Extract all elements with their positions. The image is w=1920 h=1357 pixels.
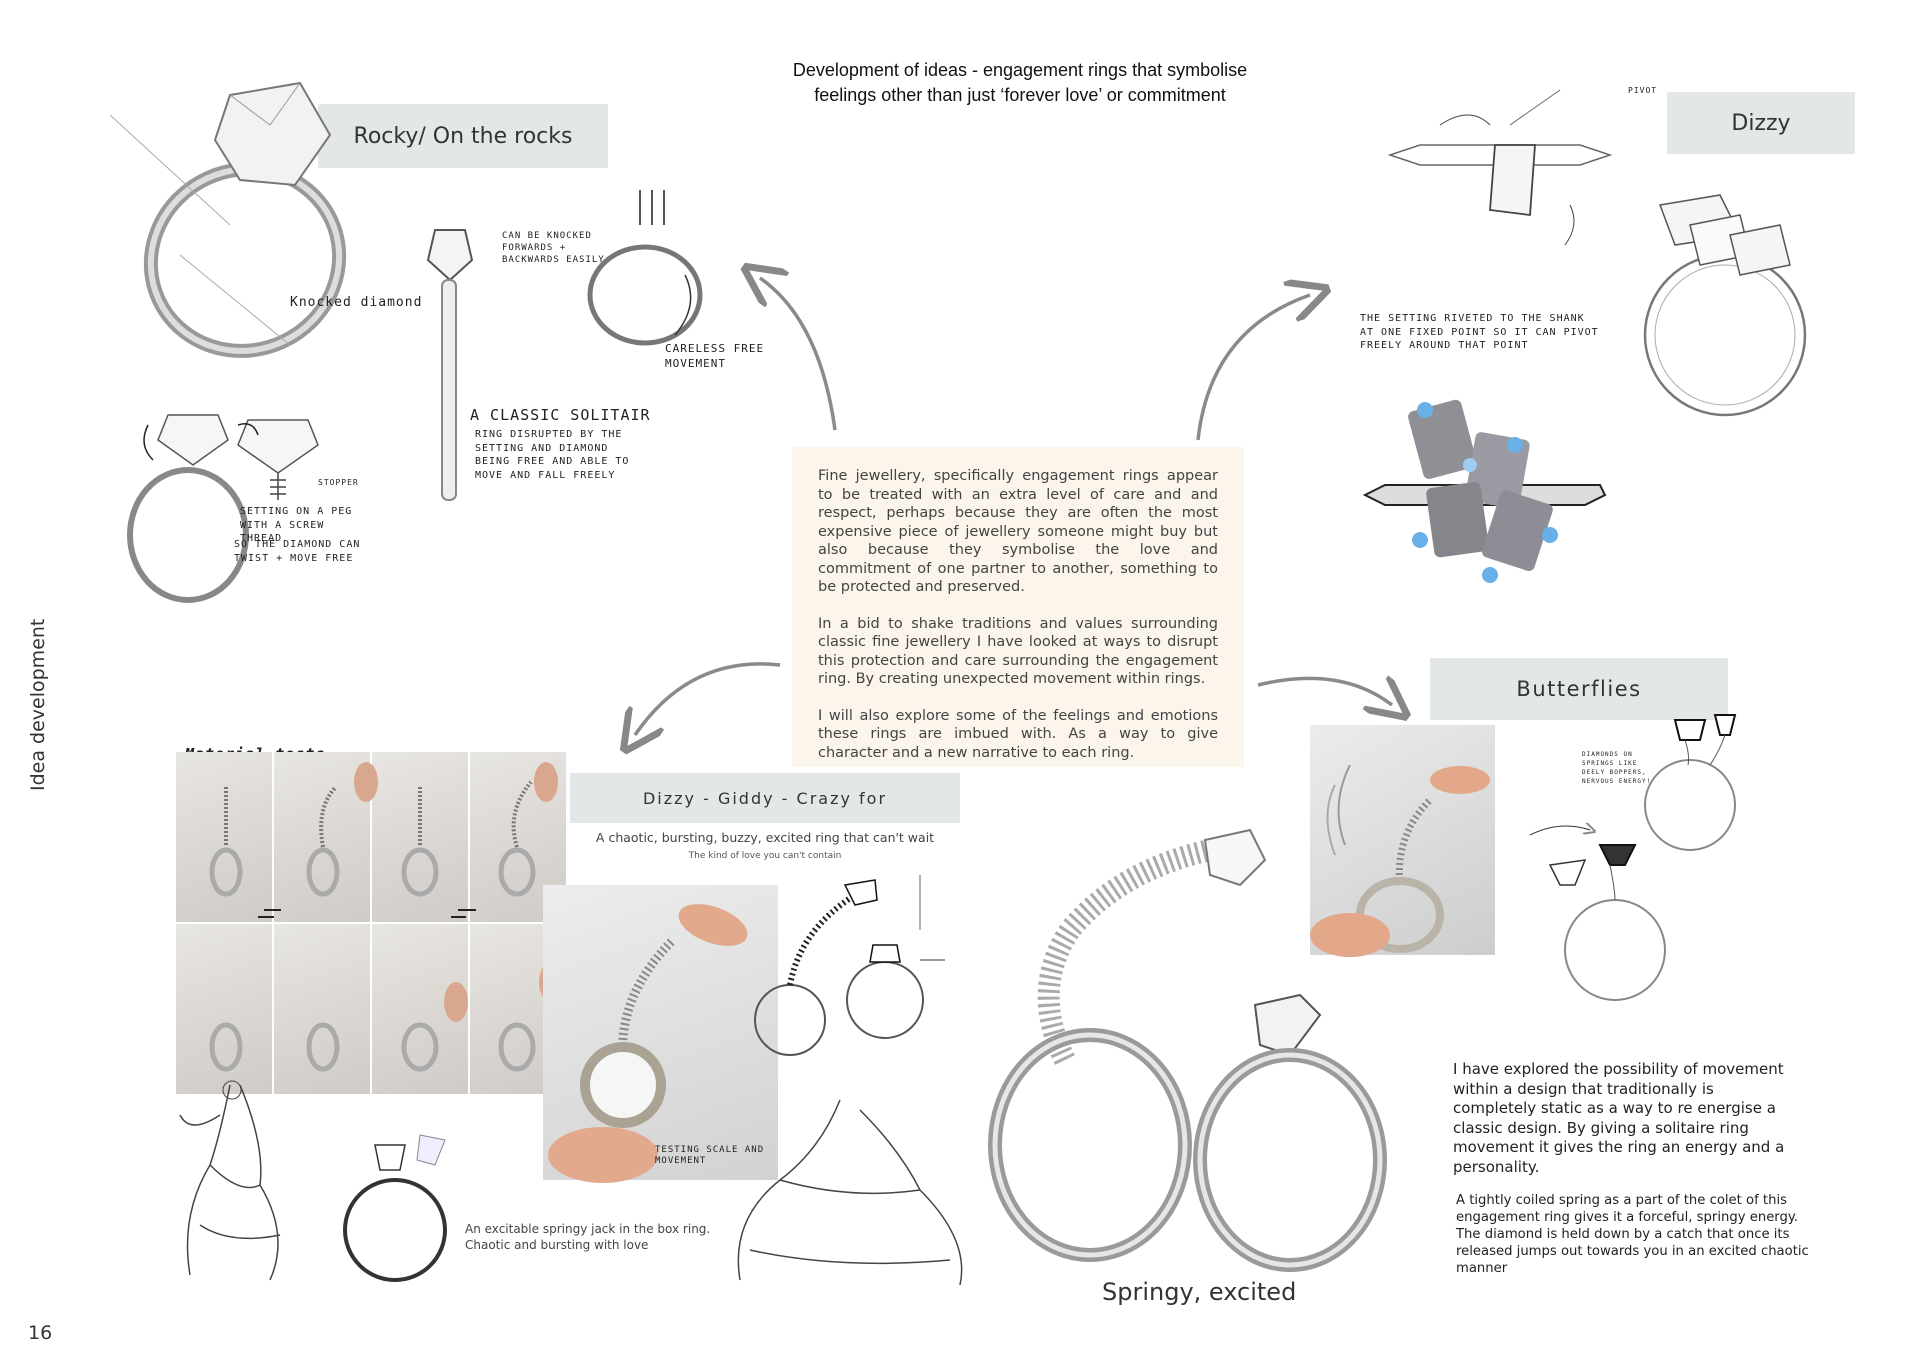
springy-label: Springy, excited (1102, 1278, 1297, 1306)
dizzy-label: Dizzy (1731, 110, 1791, 136)
knocked-annotation: Knocked diamond (290, 295, 423, 310)
stopper-annotation: stopper (318, 478, 359, 487)
riveted-annotation: The setting riveted to the shank at one … (1360, 313, 1599, 351)
dizzy-giddy-sub2: The kind of love you can't contain (688, 851, 842, 861)
dancers-sketch-left (179, 1080, 281, 1281)
dizzy-giddy-sketches (754, 875, 945, 1056)
careless-annotation: Careless free movement (665, 342, 765, 370)
butterflies-sketches (1529, 714, 1737, 1001)
peg-ring-illustration (127, 414, 319, 603)
right-text-p1: I have explored the possibility of movem… (1453, 1060, 1785, 1176)
jack-in-box-caption-1: An excitable springy jack in the box rin… (465, 1222, 711, 1236)
careless-ring-illustration (587, 190, 703, 346)
classic-solitair-heading: A classic solitair (470, 406, 651, 424)
butterflies-label-box: Butterflies (1430, 658, 1728, 720)
dizzy-sketch-top (1387, 89, 1613, 246)
arrow-to-rocky (760, 278, 837, 431)
center-text-p2: In a bid to shake traditions and values … (818, 615, 1218, 688)
jack-in-box-caption-2: Chaotic and bursting with love (465, 1238, 649, 1252)
dizzy-giddy-label-box: Dizzy - Giddy - Crazy for (570, 773, 960, 823)
butterflies-label: Butterflies (1516, 677, 1642, 701)
springy-rings-illustration (988, 828, 1387, 1272)
rocky-label: Rocky/ On the rocks (353, 123, 573, 149)
diamonds-spring-annotation: Diamonds on springs like Deely Boppers, … (1582, 751, 1652, 785)
material-tests-rings (209, 762, 563, 1072)
dizzy-giddy-photo: Testing scale and movement (543, 885, 778, 1183)
dancers-sketch-right (737, 1099, 963, 1286)
dizzy-model-photo (1362, 399, 1607, 583)
small-ring-sketch (343, 1134, 447, 1282)
rocky-ring-illustration (109, 81, 347, 358)
pivot-annotation: pivot (1628, 86, 1658, 95)
page-title: Development of ideas - engagement rings … (700, 58, 1340, 108)
peg-annotation-2: so the diamond can twist + move free (234, 539, 361, 564)
arrow-to-dizzy (1196, 295, 1310, 441)
center-text-block: Fine jewellery, specifically engagement … (792, 447, 1244, 767)
butterflies-photo-spring (1310, 764, 1490, 957)
classic-solitair-body: ring disrupted by the setting and diamon… (475, 429, 630, 481)
page-title-line1: Development of ideas - engagement rings … (792, 60, 1248, 80)
can-be-knocked-annotation: Can be knocked forwards + backwards easi… (502, 231, 605, 266)
solitaire-side-illustration (426, 229, 474, 501)
material-test-photo (176, 924, 272, 1094)
dizzy-giddy-sub1: A chaotic, bursting, buzzy, excited ring… (595, 830, 935, 845)
center-text-p1: Fine jewellery, specifically engagement … (818, 468, 1218, 595)
rocky-label-box: Rocky/ On the rocks (318, 104, 608, 168)
page-title-line2: feelings other than just ‘forever love’ … (814, 85, 1226, 105)
material-test-photo (274, 924, 370, 1094)
dizzy-sketch-ring (1643, 194, 1807, 417)
center-text-p3: I will also explore some of the feelings… (818, 707, 1218, 761)
dizzy-giddy-label: Dizzy - Giddy - Crazy for (642, 788, 888, 808)
testing-annotation: Testing scale and movement (655, 1145, 765, 1166)
page-number: 16 (28, 1322, 53, 1344)
peg-annotation: Setting on a peg with a screw thread (240, 506, 353, 544)
right-text-p2: A tightly coiled spring as a part of the… (1456, 1193, 1809, 1276)
jack-in-box-caption: An excitable springy jack in the box rin… (465, 1221, 710, 1253)
arrow-to-material (635, 662, 781, 735)
dizzy-label-box: Dizzy (1667, 92, 1855, 154)
arrow-to-butterflies (1257, 678, 1392, 705)
butterflies-photo (1310, 725, 1495, 957)
dizzy-giddy-photo-art (548, 904, 748, 1183)
